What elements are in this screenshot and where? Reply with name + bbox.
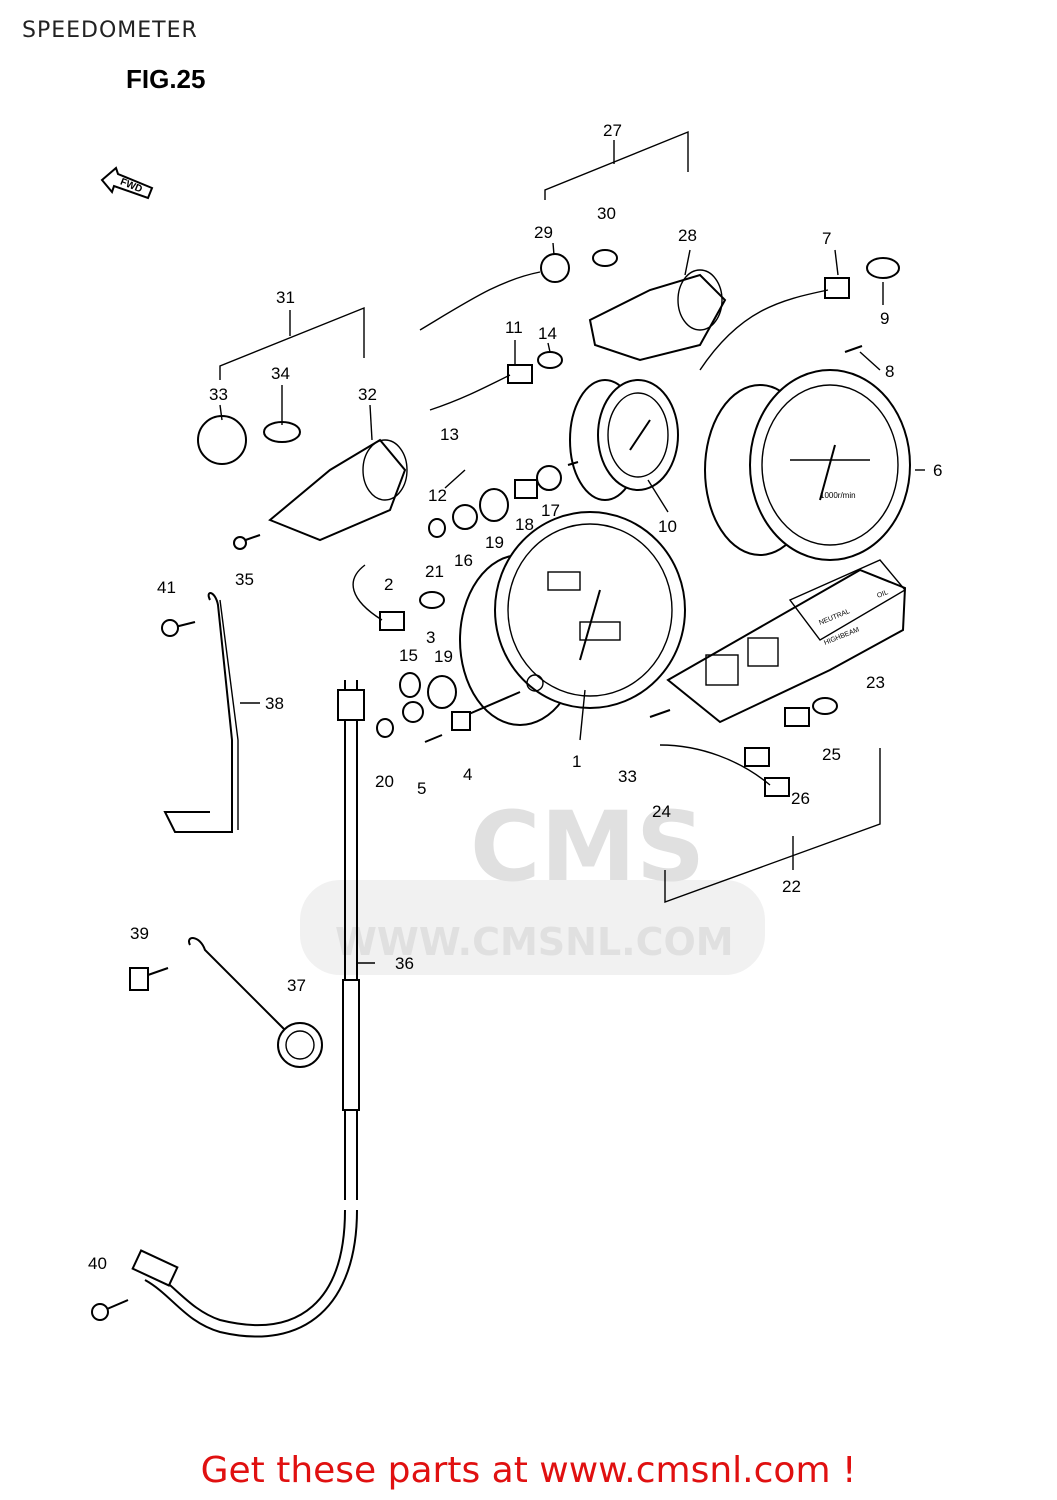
bulb-socket-7: [699, 257, 900, 371]
tachometer-6: 1000r/min: [704, 369, 911, 561]
callout-21: 21: [425, 562, 444, 581]
leader-lines: [219, 242, 925, 964]
callout-32: 32: [358, 385, 377, 404]
callout-16: 16: [454, 551, 473, 570]
page-title: SPEEDOMETER: [22, 18, 198, 43]
watermark-url: WWW.CMSNL.COM: [335, 920, 734, 964]
washers-15-19-20: [376, 672, 521, 738]
washers-16-21: [428, 465, 562, 538]
callout-9: 9: [880, 309, 889, 328]
callout-numbers: 1 2 3 4 5 6 7 8 9 10 11 12 13 14 15 16 1…: [88, 121, 942, 1273]
callout-39: 39: [130, 924, 149, 943]
callout-20: 20: [375, 772, 394, 791]
callout-17: 17: [541, 501, 560, 520]
callout-26: 26: [791, 789, 810, 808]
callout-7: 7: [822, 229, 831, 248]
stay-bracket-38: [163, 592, 239, 833]
bracket-22: [664, 748, 881, 903]
callout-3: 3: [426, 628, 435, 647]
socket-housing-28: [588, 269, 727, 362]
callout-11: 11: [505, 318, 523, 337]
spring-37: [188, 937, 323, 1068]
callout-28: 28: [678, 226, 697, 245]
bracket-27: [544, 130, 689, 200]
bracket-31: [219, 306, 365, 380]
callout-36: 36: [395, 954, 414, 973]
callout-31: 31: [276, 288, 295, 307]
callout-37: 37: [287, 976, 306, 995]
callout-15: 15: [399, 646, 418, 665]
callout-38: 38: [265, 694, 284, 713]
screws: [91, 345, 863, 1321]
callout-18: 18: [515, 515, 534, 534]
callout-40: 40: [88, 1254, 107, 1273]
callout-4: 4: [463, 765, 472, 784]
callout-8: 8: [885, 362, 894, 381]
bulb-socket-29: [419, 249, 618, 331]
speedometer-cable-36: [131, 680, 365, 1338]
callout-34: 34: [271, 364, 290, 383]
speedometer-1: [459, 511, 686, 726]
callout-30: 30: [597, 204, 616, 223]
callout-35: 35: [235, 570, 254, 589]
bulb-socket-11: [429, 351, 563, 411]
socket-housing-32: [268, 438, 408, 542]
bulb-socket-33-upper: [197, 415, 301, 465]
watermark-logo: CMS: [470, 791, 705, 903]
callout-41: 41: [157, 578, 176, 597]
callout-22: 22: [782, 877, 801, 896]
callout-24: 24: [652, 802, 671, 821]
callout-1: 1: [572, 752, 581, 771]
bulb-socket-2: [352, 564, 445, 631]
indicator-oil-label: OIL: [876, 589, 889, 600]
callout-29: 29: [534, 223, 553, 242]
callout-27: 27: [603, 121, 622, 140]
callout-13: 13: [440, 425, 459, 444]
callout-19b: 19: [434, 647, 453, 666]
bulb-socket-26: [659, 697, 838, 797]
callout-25: 25: [822, 745, 841, 764]
indicator-panel-23: NEUTRAL OIL HIGHBEAM: [666, 559, 907, 724]
callout-19a: 19: [485, 533, 504, 552]
callout-5: 5: [417, 779, 426, 798]
fwd-arrow-icon: FWD: [100, 166, 154, 200]
small-gauge-10: [569, 379, 679, 501]
callout-2: 2: [384, 575, 393, 594]
callout-33-upper: 33: [209, 385, 228, 404]
figure-label: FIG.25: [126, 64, 206, 94]
cms-watermark: CMS WWW.CMSNL.COM: [300, 791, 765, 975]
callout-6: 6: [933, 461, 942, 480]
callout-23: 23: [866, 673, 885, 692]
callout-33-lower: 33: [618, 767, 637, 786]
dial-unit-label: 1000r/min: [820, 491, 856, 500]
callout-12: 12: [428, 486, 447, 505]
callout-14: 14: [538, 324, 557, 343]
callout-10: 10: [658, 517, 677, 536]
promo-link[interactable]: Get these parts at www.cmsnl.com !: [200, 1450, 857, 1491]
